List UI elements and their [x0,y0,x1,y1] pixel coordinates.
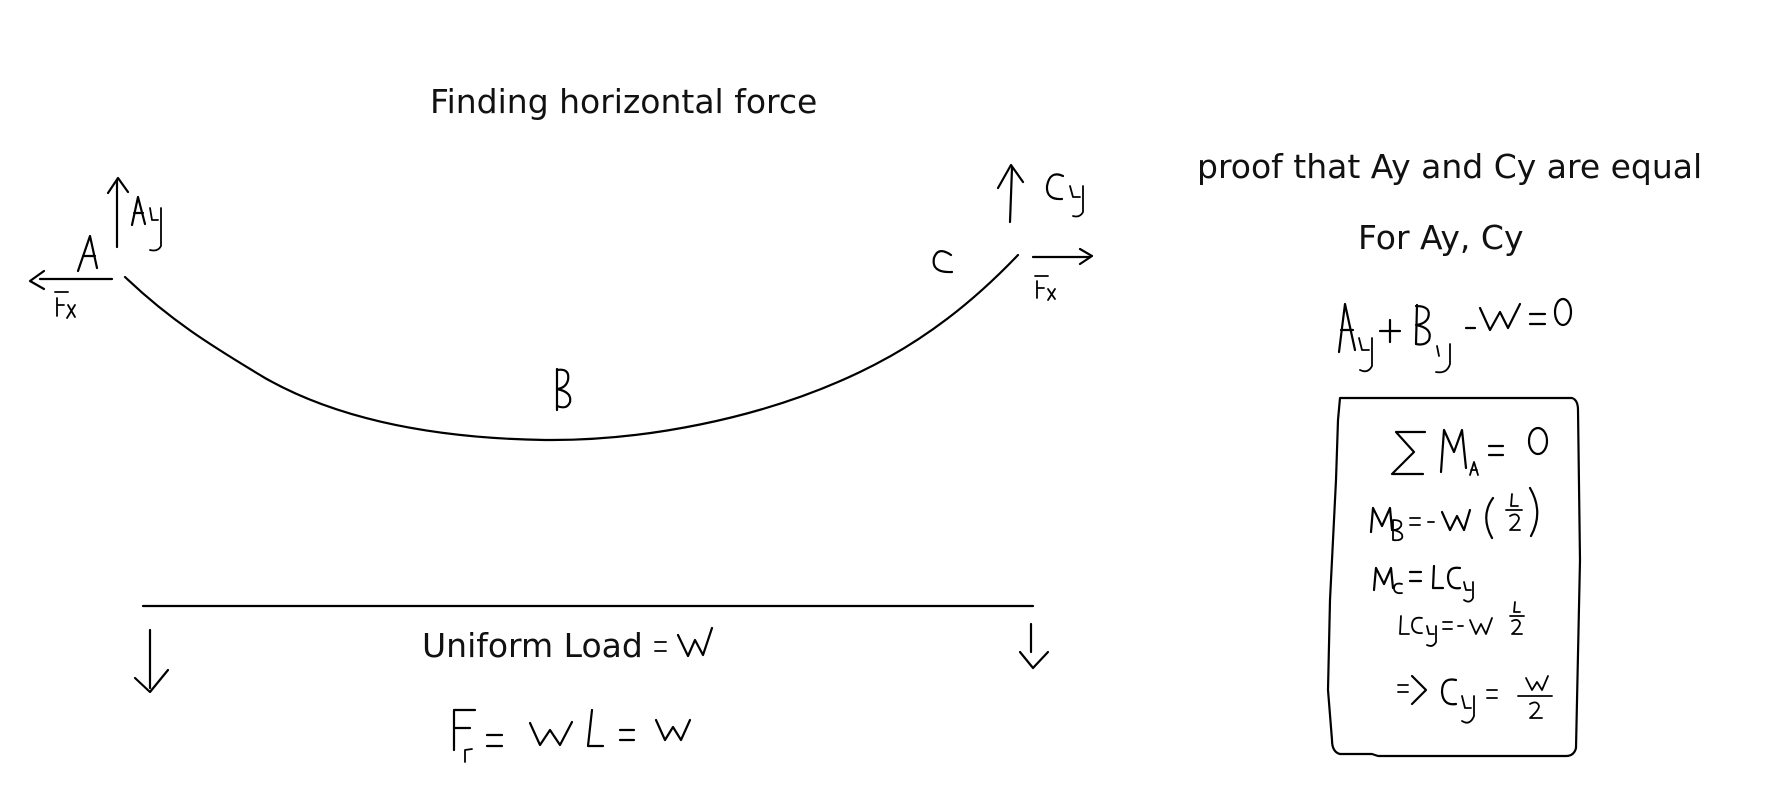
uniform-load-label: Uniform Load [422,626,643,665]
horizontal-force-left-arrow [28,269,114,291]
load-arrow-right [1018,622,1050,670]
reaction-ay-label [130,195,162,252]
moment-b [1369,486,1539,542]
substitution [1399,601,1525,647]
proof-title: proof that Ay and Cy are equal [1197,147,1703,186]
cable-curve [123,253,1020,442]
moment-sum [1390,426,1549,476]
for-ay-cy-label: For Ay, Cy [1358,218,1524,257]
fx-left-label [54,291,76,319]
point-c [932,250,954,274]
proof-box [1326,396,1582,758]
fx-right-label [1034,275,1056,301]
reaction-ay-arrow [106,176,130,249]
vertical-equilibrium [1337,297,1573,374]
horizontal-force-right-arrow [1031,247,1094,266]
diagram-title: Finding horizontal force [430,82,818,121]
reaction-cy-arrow [996,163,1025,224]
point-b [555,367,572,412]
load-value [654,626,714,658]
load-arrow-left [133,628,170,694]
reaction-cy-label [1045,173,1084,218]
point-a [76,234,99,273]
moment-c [1372,564,1474,603]
resultant-equation [452,708,692,763]
result [1397,674,1553,724]
